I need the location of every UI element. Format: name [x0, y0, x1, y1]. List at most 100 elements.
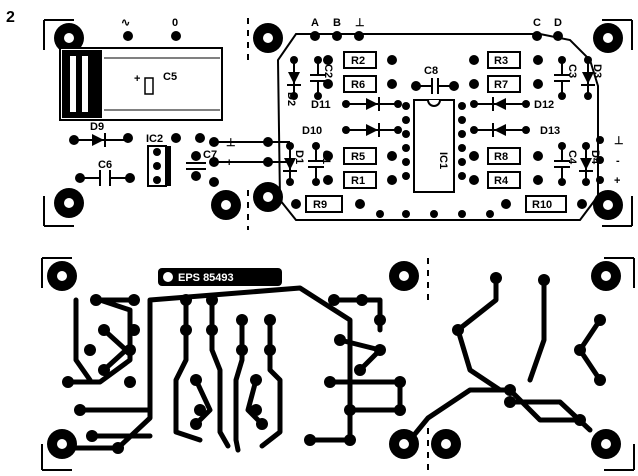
- svg-text:C4: C4: [566, 150, 578, 165]
- mounting-hole: [591, 429, 621, 459]
- copper-trace: [527, 277, 547, 383]
- svg-text:C2: C2: [322, 64, 334, 78]
- copper-layout: EPS 85493: [41, 257, 635, 471]
- input-label-ground: ⊥: [355, 17, 365, 29]
- resistor-r9: R9: [291, 195, 365, 213]
- diode-d2: D2: [285, 56, 301, 106]
- svg-text:D13: D13: [540, 125, 560, 137]
- input-label-b: B: [333, 17, 341, 29]
- board-corner-tr: [602, 19, 633, 50]
- pad: [430, 210, 438, 218]
- pad: [195, 133, 205, 143]
- svg-text:C3: C3: [566, 64, 578, 78]
- pad: [123, 133, 133, 143]
- svg-text:D11: D11: [311, 99, 331, 111]
- regulator-ic2: IC2: [146, 133, 171, 187]
- svg-text:R4: R4: [494, 175, 509, 187]
- mounting-hole: [211, 190, 241, 220]
- svg-text:C5: C5: [163, 71, 177, 83]
- ic1-chip: IC1: [402, 99, 466, 193]
- svg-text:D12: D12: [534, 99, 554, 111]
- svg-text:C8: C8: [424, 65, 438, 77]
- svg-text:EPS 85493: EPS 85493: [178, 272, 234, 284]
- svg-text:R10: R10: [532, 199, 552, 211]
- board-corner-bl: [43, 196, 74, 227]
- copper-trace: [245, 377, 265, 427]
- pad: [263, 157, 273, 167]
- svg-text:R5: R5: [351, 151, 365, 163]
- svg-text:IC1: IC1: [437, 152, 449, 169]
- figure-number: 2: [6, 9, 15, 26]
- mounting-hole: [591, 261, 621, 291]
- diode-d3: D3: [581, 56, 603, 100]
- svg-text:D2: D2: [285, 92, 297, 106]
- board-corner-tr: [604, 257, 635, 288]
- svg-text:R6: R6: [351, 79, 365, 91]
- copper-trace: [407, 387, 583, 443]
- copper-trace: [455, 327, 503, 393]
- input-label-zero: 0: [172, 17, 178, 29]
- input-label-c: C: [533, 17, 541, 29]
- resistor-r1: R1: [323, 171, 397, 189]
- svg-text:R3: R3: [494, 55, 508, 67]
- resistor-r7: R7: [469, 75, 543, 93]
- mounting-hole: [389, 261, 419, 291]
- copper-trace: [73, 297, 93, 383]
- svg-text:C6: C6: [98, 159, 112, 171]
- pad: [123, 31, 133, 41]
- capacitor-c6: C6: [75, 159, 135, 186]
- diode-d13: D13: [470, 123, 560, 137]
- board-corner-bl: [41, 444, 72, 471]
- capacitor-c1: C1: [308, 142, 332, 186]
- pad: [332, 31, 342, 41]
- pad: [596, 176, 604, 184]
- mounting-hole: [593, 190, 623, 220]
- pad: [596, 136, 604, 144]
- svg-text:R8: R8: [494, 151, 508, 163]
- mounting-hole: [253, 182, 283, 212]
- pad: [354, 31, 364, 41]
- capacitor-c3: C3: [554, 56, 578, 100]
- svg-text:+: +: [134, 73, 140, 85]
- diode-d10: D10: [302, 123, 402, 137]
- pad: [209, 177, 219, 187]
- copper-trace: [455, 275, 499, 333]
- copper-trace: [173, 297, 203, 443]
- capacitor-c5: + C5: [59, 47, 223, 121]
- resistor-r8: R8: [469, 147, 543, 165]
- svg-text:D1: D1: [293, 150, 305, 164]
- capacitor-c4: C4: [554, 142, 578, 186]
- resistor-r5: R5: [323, 147, 397, 165]
- copper-pads: [62, 272, 606, 454]
- mounting-hole: [54, 23, 84, 53]
- input-label-d: D: [554, 17, 562, 29]
- copper-trace: [193, 377, 213, 427]
- board-corner-tl: [43, 19, 74, 50]
- right-terminal-minus: -: [616, 155, 620, 167]
- component-layout: ∿ 0 A B ⊥ C D + C5: [43, 17, 633, 230]
- svg-text:R2: R2: [351, 55, 365, 67]
- board-corner-tl: [41, 257, 72, 288]
- diode-d11: D11: [311, 97, 402, 111]
- resistor-r10: R10: [501, 195, 587, 213]
- copper-trace: [233, 317, 245, 453]
- resistor-r2: R2: [323, 51, 397, 69]
- mounting-hole: [253, 23, 283, 53]
- mounting-hole: [431, 429, 461, 459]
- copper-trace: [209, 297, 231, 449]
- mounting-hole: [47, 429, 77, 459]
- board-section-outline: [276, 33, 599, 221]
- diode-d9: D9: [69, 121, 128, 147]
- svg-text:C1: C1: [320, 150, 332, 164]
- svg-text:IC2: IC2: [146, 133, 163, 145]
- svg-text:D10: D10: [302, 125, 322, 137]
- svg-text:R1: R1: [351, 175, 365, 187]
- capacitor-c8: C8: [411, 65, 459, 94]
- mounting-hole: [593, 23, 623, 53]
- pad: [532, 31, 542, 41]
- right-terminal-ground: ⊥: [614, 135, 624, 147]
- pad: [458, 210, 466, 218]
- resistor-r3: R3: [469, 51, 543, 69]
- input-label-ac: ∿: [121, 17, 130, 29]
